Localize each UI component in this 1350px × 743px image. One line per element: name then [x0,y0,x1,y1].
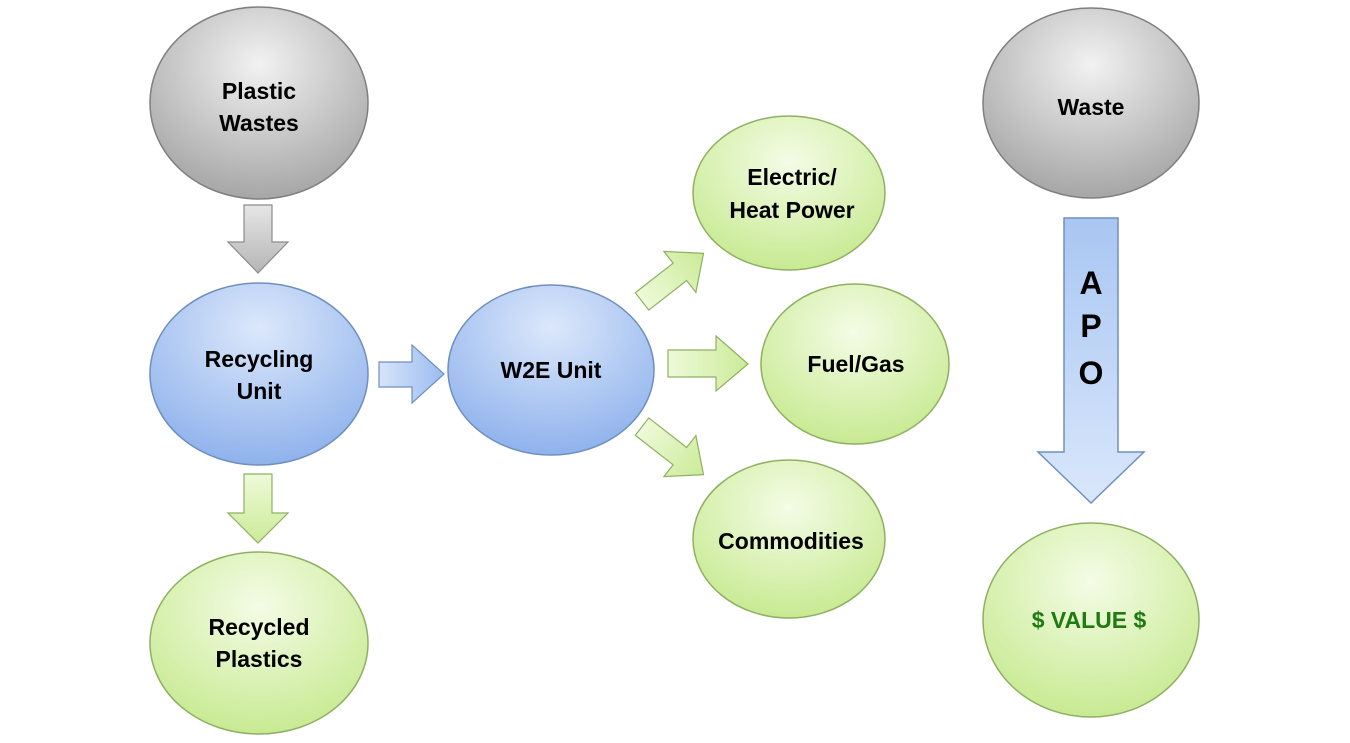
node-electric-heat-power: Electric/ Heat Power [692,115,886,271]
w2e-unit-label: W2E Unit [501,357,602,383]
arrow-down-right-green [634,417,705,478]
arrow-right-blue [378,343,445,405]
value-label: $ VALUE $ [1032,607,1147,633]
electric-heat-power-label-line1: Electric/ [747,164,837,190]
commodities-label: Commodities [718,528,864,554]
electric-heat-power-label-line2: Heat Power [729,197,854,223]
apo-arrow: A P O [1036,217,1146,505]
node-waste: Waste [982,7,1200,199]
node-w2e-unit: W2E Unit [447,284,655,456]
apo-letter-p: P [1080,308,1101,344]
node-plastic-wastes: Plastic Wastes [149,6,369,200]
recycled-plastics-label-line1: Recycled [208,614,309,640]
node-fuel-gas: Fuel/Gas [760,283,950,445]
fuel-gas-label: Fuel/Gas [807,351,904,377]
recycling-unit-label-line2: Unit [237,378,282,404]
recycling-unit-label-line1: Recycling [205,346,314,372]
arrow-up-right-green [634,250,705,311]
plastic-wastes-label-line1: Plastic [222,78,296,104]
apo-letter-o: O [1079,355,1104,391]
waste-label: Waste [1058,94,1125,120]
node-recycling-unit: Recycling Unit [149,282,369,466]
node-recycled-plastics: Recycled Plastics [149,551,369,735]
plastic-wastes-label-line2: Wastes [219,110,299,136]
arrow-down-green [226,473,290,544]
recycled-plastics-label-line2: Plastics [216,646,303,672]
arrow-down-gray [226,204,290,274]
apo-letter-a: A [1079,265,1102,301]
node-value: $ VALUE $ [982,522,1200,718]
arrow-right-green [667,334,749,393]
node-commodities: Commodities [692,459,886,619]
